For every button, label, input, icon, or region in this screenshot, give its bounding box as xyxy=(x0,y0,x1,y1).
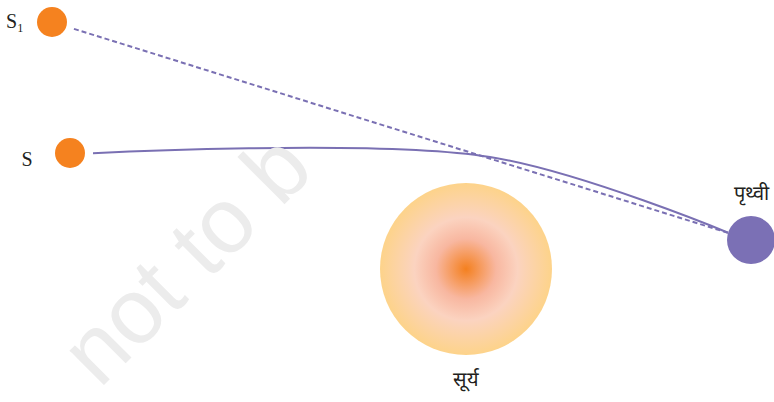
body-label: पृथ्वी xyxy=(734,182,769,204)
circle-shape xyxy=(380,183,552,355)
body-label: S₁ xyxy=(6,10,24,32)
star-actual-circle: S xyxy=(55,138,85,168)
star-apparent-circle: S₁ xyxy=(37,7,67,37)
body-label: S xyxy=(21,148,32,170)
earth-circle: पृथ्वी xyxy=(727,216,774,264)
circle-shape xyxy=(727,216,774,264)
apparent-direction xyxy=(74,29,728,233)
sun-circle: सूर्य xyxy=(380,183,552,355)
body-label: सूर्य xyxy=(453,368,479,390)
circle-shape xyxy=(37,7,67,37)
circle-shape xyxy=(55,138,85,168)
